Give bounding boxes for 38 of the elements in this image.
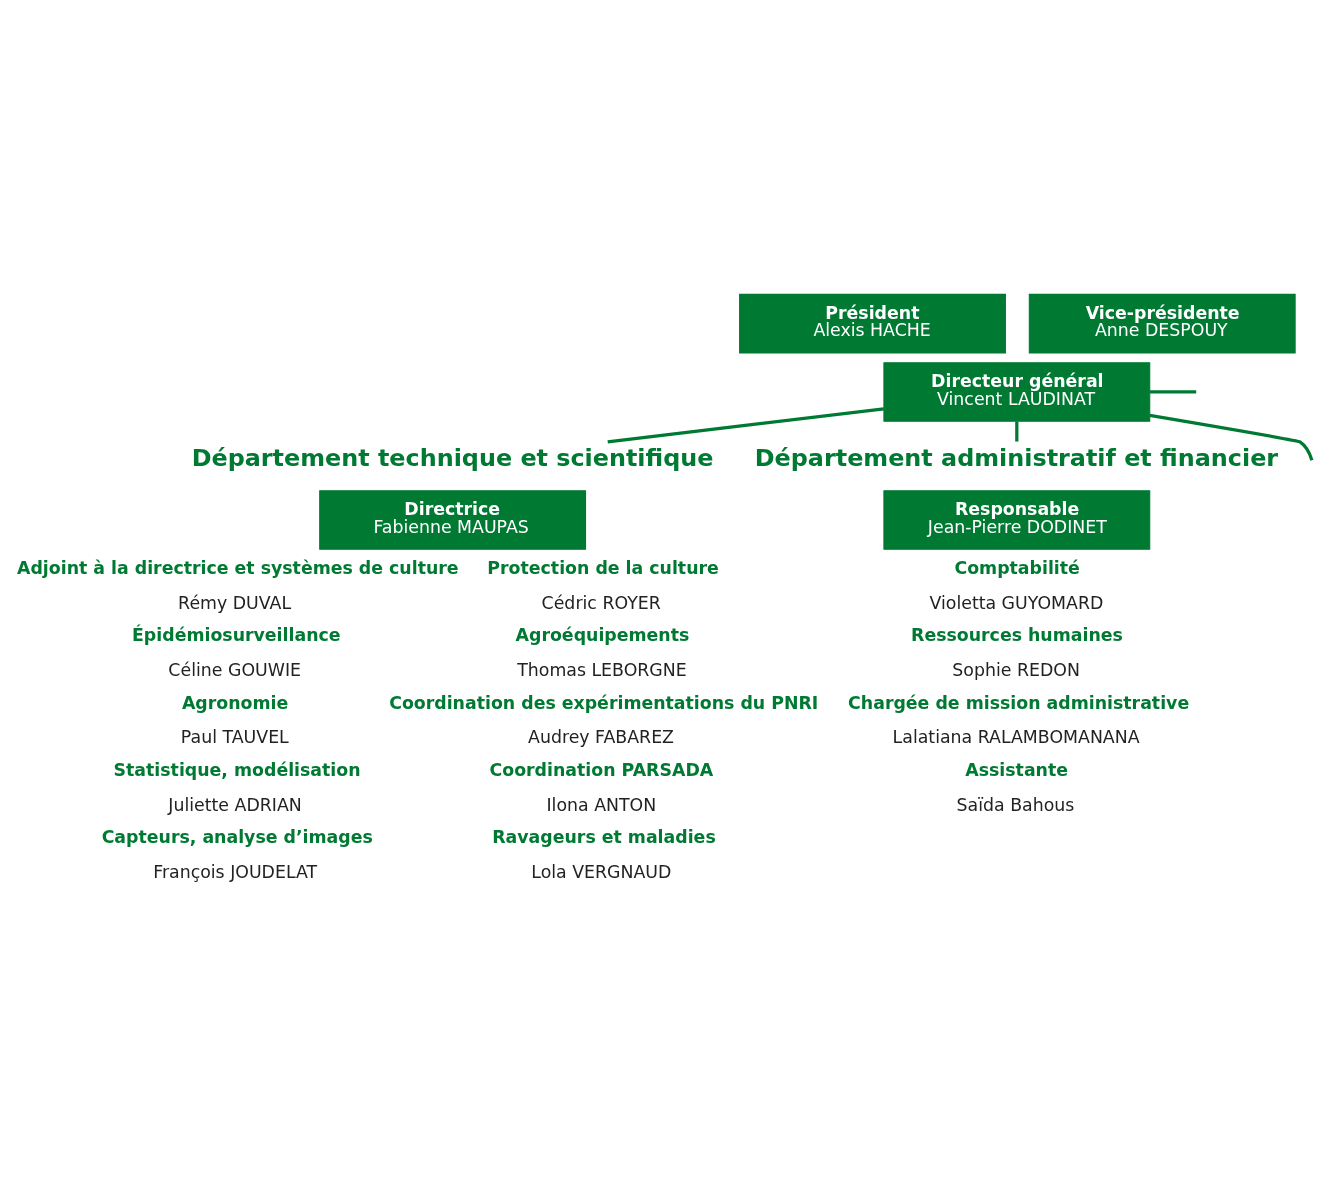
label: Ilona ANTON — [546, 794, 657, 815]
label: Lalatiana RALAMBOMANANA — [892, 727, 1140, 748]
connector — [1149, 390, 1197, 394]
node-text: Département technique et scientifique — [191, 444, 714, 473]
label: Agroéquipements — [515, 625, 690, 646]
label: François JOUDELAT — [153, 861, 318, 882]
node-text: Département administratif et financier — [754, 444, 1279, 473]
label: Protection de la culture — [487, 558, 719, 579]
label: Ravageurs et maladies — [492, 827, 716, 848]
connector — [1149, 413, 1314, 461]
connector — [607, 407, 885, 444]
label: Assistante — [965, 759, 1069, 780]
label: Lola VERGNAUD — [531, 861, 672, 882]
label: Violetta GUYOMARD — [929, 592, 1104, 613]
label: Ressources humaines — [911, 625, 1123, 646]
node-box: Président Alexis HACHE — [739, 293, 1006, 354]
label: Juliette ADRIAN — [168, 794, 302, 815]
node-box: Directeur général Vincent LAUDINAT — [883, 362, 1151, 422]
label: Épidémiosurveillance — [132, 625, 341, 646]
label: Céline GOUWIE — [168, 660, 301, 681]
connector — [1015, 421, 1019, 442]
label: Agronomie — [181, 692, 289, 713]
label: Adjoint à la directrice et systèmes de culture — [17, 558, 459, 579]
node-box: Vice-présidente Anne DESPOUY — [1028, 293, 1296, 354]
label: Sophie REDON — [952, 660, 1080, 681]
label: Cédric ROYER — [541, 592, 661, 613]
label: Saïda Bahous — [956, 794, 1075, 815]
label: Rémy DUVAL — [178, 592, 292, 613]
label: Thomas LEBORGNE — [517, 660, 687, 681]
label: Statistique, modélisation — [113, 759, 361, 780]
label: Audrey FABAREZ — [528, 727, 675, 748]
label: Chargée de mission administrative — [848, 692, 1190, 713]
label: Capteurs, analyse d’images — [101, 827, 373, 848]
label: Coordination des expérimentations du PNRI — [389, 692, 819, 713]
node-box: Responsable Jean-Pierre DODINET — [883, 490, 1151, 550]
label: Paul TAUVEL — [180, 727, 289, 748]
node-box: Directrice Fabienne MAUPAS — [319, 490, 587, 550]
label: Coordination PARSADA — [489, 759, 714, 780]
